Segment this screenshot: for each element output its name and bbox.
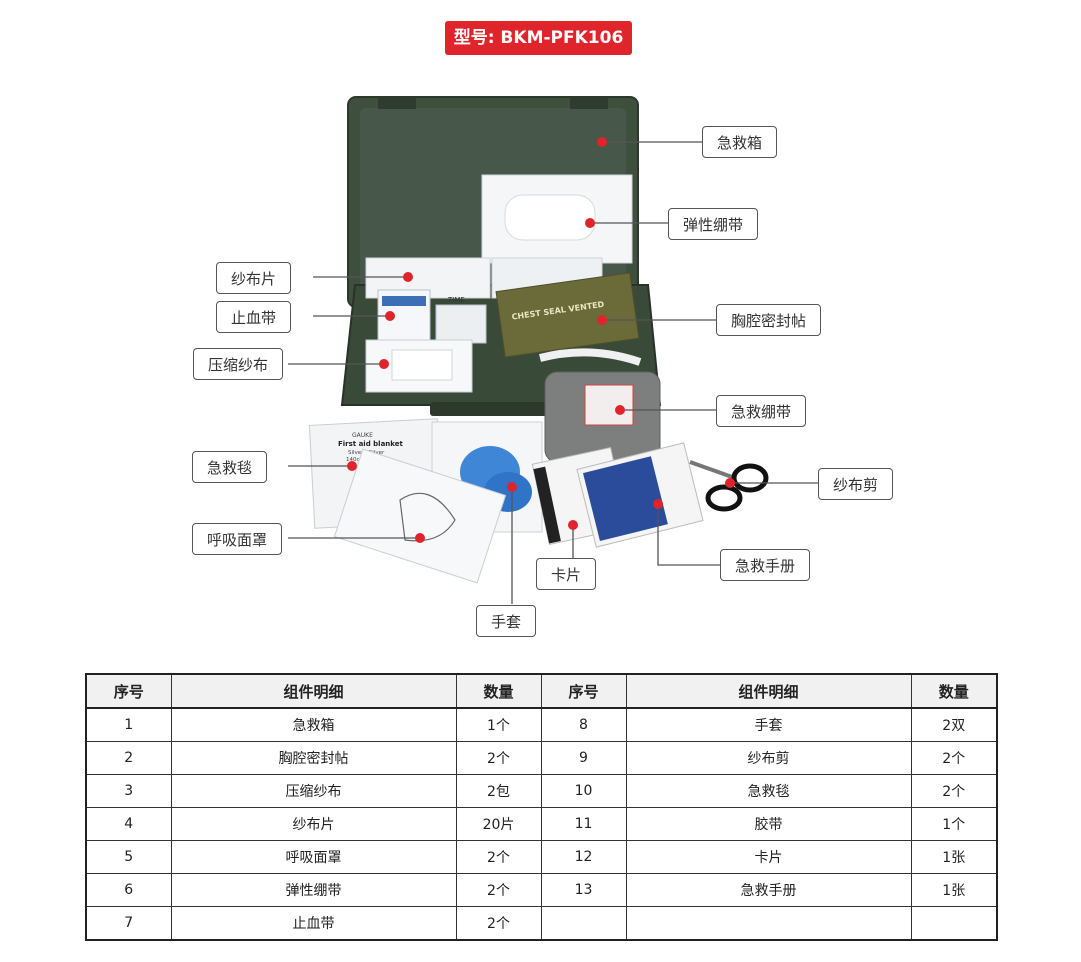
cell <box>910 906 998 941</box>
cell: 纱布剪 <box>625 741 912 775</box>
cell: 2 <box>85 741 172 775</box>
blanket-title: First aid blanket <box>338 440 403 448</box>
model-badge: 型号: BKM-PFK106 <box>445 21 632 55</box>
cell: 2个 <box>455 906 542 941</box>
cell: 7 <box>85 906 172 941</box>
cell: 4 <box>85 807 172 841</box>
cell: 弹性绷带 <box>170 873 457 907</box>
header-index: 序号 <box>85 673 172 709</box>
header-component: 组件明细 <box>625 673 912 709</box>
callout-breathing-mask: 呼吸面罩 <box>192 523 283 555</box>
blanket-brand: GAUKE <box>352 432 373 439</box>
cell: 13 <box>540 873 627 907</box>
callout-emergency-bandage: 急救绷带 <box>716 395 807 427</box>
callout-blanket: 急救毯 <box>192 451 268 483</box>
header-component: 组件明细 <box>170 673 457 709</box>
callout-elastic-bandage: 弹性绷带 <box>668 208 759 240</box>
cell: 2包 <box>455 774 542 808</box>
time-text: TIME <box>447 296 465 304</box>
cell: 2个 <box>455 840 542 874</box>
cell: 5 <box>85 840 172 874</box>
cell: 卡片 <box>625 840 912 874</box>
callout-chest-seal: 胸腔密封帖 <box>716 304 822 336</box>
cell: 2双 <box>910 707 998 742</box>
cell: 10 <box>540 774 627 808</box>
cell: 1 <box>85 707 172 742</box>
table-row: 3 压缩纱布 2包 10 急救毯 2个 <box>85 774 998 808</box>
callout-manual: 急救手册 <box>720 549 811 581</box>
product-illustration: TIME CHEST SEAL VENTED GAUKE First aid b… <box>288 96 818 604</box>
table-row: 5 呼吸面罩 2个 12 卡片 1张 <box>85 840 998 874</box>
cell: 2个 <box>910 741 998 775</box>
cell: 手套 <box>625 707 912 742</box>
callout-card: 卡片 <box>536 558 597 590</box>
cell: 压缩纱布 <box>170 774 457 808</box>
table-row: 4 纱布片 20片 11 胶带 1个 <box>85 807 998 841</box>
components-table: 序号 组件明细 数量 序号 组件明细 数量 1 急救箱 1个 8 手套 2双 2… <box>85 673 998 941</box>
cell: 2个 <box>455 741 542 775</box>
table-row: 6 弹性绷带 2个 13 急救手册 1张 <box>85 873 998 907</box>
cell <box>540 906 627 941</box>
scissors-item <box>689 460 736 480</box>
cell: 1张 <box>910 873 998 907</box>
cell: 1个 <box>455 707 542 742</box>
cell: 急救手册 <box>625 873 912 907</box>
cell: 3 <box>85 774 172 808</box>
callout-tourniquet: 止血带 <box>216 301 292 333</box>
table-row: 1 急救箱 1个 8 手套 2双 <box>85 707 998 742</box>
cell: 止血带 <box>170 906 457 941</box>
cell: 8 <box>540 707 627 742</box>
header-quantity: 数量 <box>910 673 998 709</box>
table-row: 2 胸腔密封帖 2个 9 纱布剪 2个 <box>85 741 998 775</box>
cell: 呼吸面罩 <box>170 840 457 874</box>
cell: 纱布片 <box>170 807 457 841</box>
cell: 1个 <box>910 807 998 841</box>
cell: 胸腔密封帖 <box>170 741 457 775</box>
cell: 11 <box>540 807 627 841</box>
cell: 20片 <box>455 807 542 841</box>
cell: 1张 <box>910 840 998 874</box>
cell: 2个 <box>910 774 998 808</box>
breathing-mask-pack <box>333 448 507 584</box>
header-index: 序号 <box>540 673 627 709</box>
table-row: 7 止血带 2个 <box>85 906 998 941</box>
callout-compress-gauze: 压缩纱布 <box>193 348 284 380</box>
callout-gloves: 手套 <box>476 605 537 637</box>
cell: 9 <box>540 741 627 775</box>
cell <box>625 906 912 941</box>
header-quantity: 数量 <box>455 673 542 709</box>
cell: 急救毯 <box>625 774 912 808</box>
pointer-dots <box>347 137 735 543</box>
cell: 2个 <box>455 873 542 907</box>
cell: 6 <box>85 873 172 907</box>
cell: 胶带 <box>625 807 912 841</box>
cell: 12 <box>540 840 627 874</box>
cell: 急救箱 <box>170 707 457 742</box>
chest-seal-pack <box>495 272 640 358</box>
callout-gauze: 纱布片 <box>216 262 292 294</box>
callout-case: 急救箱 <box>702 126 778 158</box>
callout-scissors: 纱布剪 <box>818 468 894 500</box>
table-header-row: 序号 组件明细 数量 序号 组件明细 数量 <box>85 673 998 709</box>
